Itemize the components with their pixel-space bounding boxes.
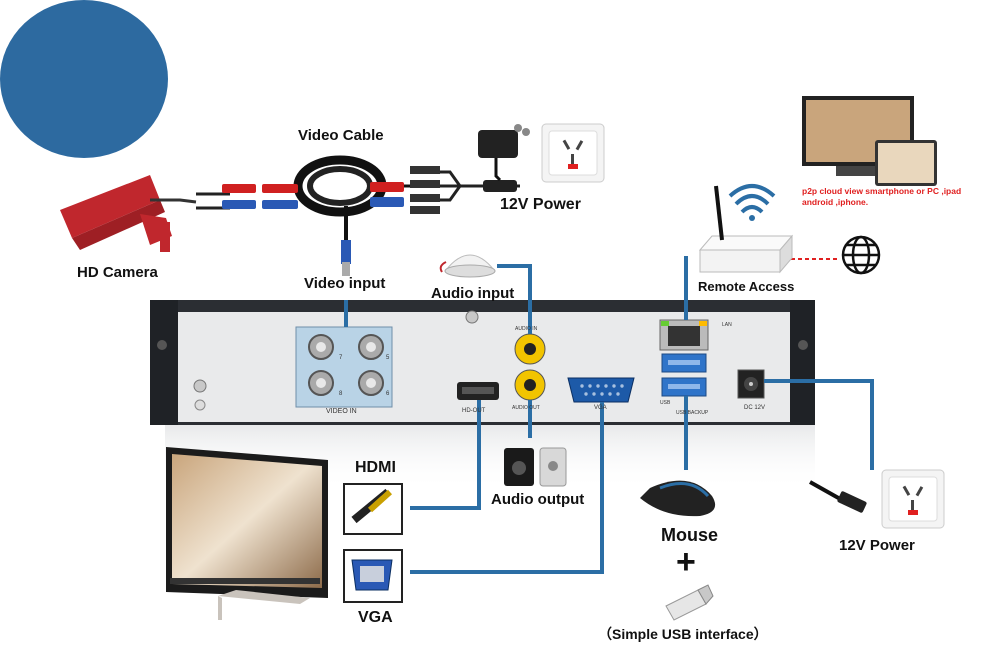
hd-camera-label: HD Camera xyxy=(77,264,158,281)
bnc-number-8: 8 xyxy=(339,391,343,397)
dc-power-port xyxy=(737,369,765,399)
connection-wires xyxy=(344,232,874,574)
power-outlet-right-icon xyxy=(881,469,945,529)
p2p-devices-image xyxy=(802,96,937,186)
power-top-label: 12V Power xyxy=(500,196,581,213)
power-outlet-top-icon xyxy=(541,123,605,183)
bnc-number-7: 7 xyxy=(339,355,343,361)
power-right-label: 12V Power xyxy=(839,537,915,554)
dc-12v-panel-label: DC 12V xyxy=(744,405,766,411)
power-adapter-icon xyxy=(478,124,530,182)
title-badge: 4CH AHD DVR System xyxy=(0,0,562,158)
audio-out-port xyxy=(514,369,546,401)
power-plug-right-icon xyxy=(809,480,867,513)
bnc-number-6: 6 xyxy=(386,391,390,397)
audio-input-label: Audio input xyxy=(431,285,515,302)
wifi-icon xyxy=(728,184,776,221)
dvr-recorder xyxy=(150,300,815,425)
mouse-icon xyxy=(640,480,716,517)
badge-line-1: 4CH xyxy=(449,15,551,71)
hdmi-cable-icon xyxy=(343,483,403,535)
vga-panel-label: VGA xyxy=(594,405,607,411)
badge-line-2: AHD DVR xyxy=(438,73,562,103)
lan-port xyxy=(659,319,709,351)
vga-port xyxy=(567,377,635,403)
lan-panel-label: LAN xyxy=(722,322,732,328)
video-in-panel-label: VIDEO IN xyxy=(326,408,357,415)
vga-label: VGA xyxy=(358,609,393,626)
remote-access-label: Remote Access xyxy=(698,279,795,294)
video-in-block xyxy=(295,326,393,408)
audio-in-port xyxy=(514,333,546,365)
hd-out-panel-label: HD-OUT xyxy=(462,408,486,414)
usb-backup-panel-label: USB BACKUP xyxy=(676,410,709,416)
bnc-number-5: 5 xyxy=(386,355,390,361)
monitor-image xyxy=(166,447,328,620)
usb-stick-icon xyxy=(665,584,714,621)
video-cable xyxy=(196,155,520,276)
badge-line-3: System xyxy=(451,101,549,131)
globe-icon xyxy=(841,235,881,275)
video-input-label: Video input xyxy=(304,275,386,292)
hd-camera-icon xyxy=(60,175,172,252)
microphone-icon xyxy=(439,254,496,278)
hdmi-label: HDMI xyxy=(355,459,396,476)
usb-interface-label: （Simple USB interface） xyxy=(598,626,768,642)
audio-in-panel-label: AUDIO IN xyxy=(515,326,538,332)
mouse-label: Mouse xyxy=(661,525,719,545)
usb-panel-label: USB xyxy=(660,400,671,406)
plus-sign: + xyxy=(676,543,696,581)
router-icon xyxy=(698,185,794,274)
p2p-note: p2p cloud view smartphone or PC ,ipad an… xyxy=(802,186,962,207)
video-cable-label: Video Cable xyxy=(298,127,384,144)
vga-cable-icon xyxy=(343,549,403,603)
audio-out-panel-label: AUDIO OUT xyxy=(512,405,540,411)
speakers-icon xyxy=(504,447,567,487)
audio-output-label: Audio output xyxy=(491,491,585,508)
